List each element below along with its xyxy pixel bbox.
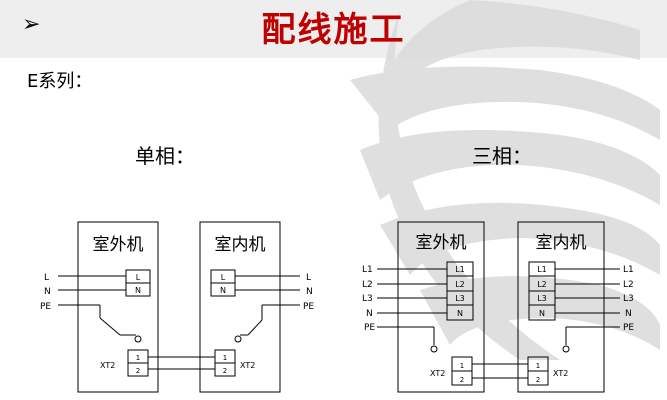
three-outdoor-ground-icon: [430, 345, 438, 353]
single-right-wire-label: PE: [303, 302, 314, 312]
three-indoor-xt2-label: XT2: [553, 369, 568, 378]
single-indoor-terminal-label: N: [220, 286, 226, 295]
single-outdoor-terminal-label: N: [135, 286, 141, 295]
three-outdoor-unit-box: [397, 221, 485, 393]
three-left-wire-label: L2: [362, 280, 373, 290]
three-right-wire-label: N: [625, 309, 632, 319]
single-indoor-ground-icon: [234, 335, 242, 343]
single-outdoor-ground-icon: [134, 335, 142, 343]
page-title: 配线施工: [261, 10, 406, 50]
three-right-wire-label: L1: [623, 265, 634, 275]
bullet-arrow-icon: ➢: [22, 12, 41, 37]
three-right-wire-label: PE: [623, 323, 634, 333]
single-phase-diagram: [58, 221, 300, 393]
three-indoor-terminal-label: N: [539, 309, 545, 318]
three-outdoor-terminal-label: L3: [455, 294, 465, 303]
single-indoor-unit-box: [199, 221, 281, 393]
three-right-wire-label: L2: [623, 280, 634, 290]
three-indoor-terminal-label: L2: [537, 280, 547, 289]
single-left-wire-label: L: [44, 273, 49, 283]
three-phase-diagram: [377, 221, 620, 393]
single-outdoor-label: 室外机: [93, 235, 144, 255]
three-outdoor-xt2-label: XT2: [430, 369, 445, 378]
single-phase-heading: 单相：: [135, 144, 195, 168]
three-outdoor-terminal-label: L2: [455, 280, 465, 289]
single-right-wire-label: L: [306, 273, 311, 283]
single-outdoor-xt2-label: XT2: [100, 361, 115, 370]
three-left-wire-label: L3: [362, 294, 373, 304]
three-outdoor-terminal-label: N: [457, 309, 463, 318]
three-left-wire-label: L1: [362, 265, 373, 275]
three-indoor-terminal-label: L1: [537, 265, 547, 274]
single-left-wire-label: PE: [40, 302, 51, 312]
three-outdoor-label: 室外机: [416, 233, 467, 253]
single-indoor-terminal-label: L: [221, 273, 226, 282]
single-indoor-xt2-label: XT2: [240, 361, 255, 370]
series-heading: E系列：: [27, 71, 93, 92]
single-outdoor-terminal-label: L: [136, 273, 141, 282]
three-indoor-ground-icon: [562, 345, 570, 353]
three-indoor-unit-box: [517, 221, 605, 393]
three-indoor-terminal-label: L3: [537, 294, 547, 303]
single-indoor-label: 室内机: [215, 235, 266, 255]
three-indoor-label: 室内机: [536, 233, 587, 253]
single-indoor-xt2-terminal: 1: [223, 354, 227, 362]
three-indoor-xt2-terminal: 2: [536, 376, 540, 384]
single-indoor-xt2-terminal: 2: [223, 367, 227, 375]
single-outdoor-xt2-terminal: 1: [136, 354, 140, 362]
three-left-wire-label: PE: [364, 323, 375, 333]
three-outdoor-xt2-terminal: 1: [460, 362, 464, 370]
three-phase-heading: 三相：: [472, 144, 532, 168]
three-right-wire-label: L3: [623, 294, 634, 304]
three-left-wire-label: N: [366, 309, 373, 319]
watermark-logo: [350, 0, 660, 360]
three-indoor-xt2-terminal: 1: [536, 362, 540, 370]
single-outdoor-xt2-terminal: 2: [136, 367, 140, 375]
three-outdoor-terminal-label: L1: [455, 265, 465, 274]
single-outdoor-unit-box: [77, 221, 159, 393]
three-outdoor-xt2-terminal: 2: [460, 376, 464, 384]
single-left-wire-label: N: [44, 287, 51, 297]
single-right-wire-label: N: [306, 287, 313, 297]
